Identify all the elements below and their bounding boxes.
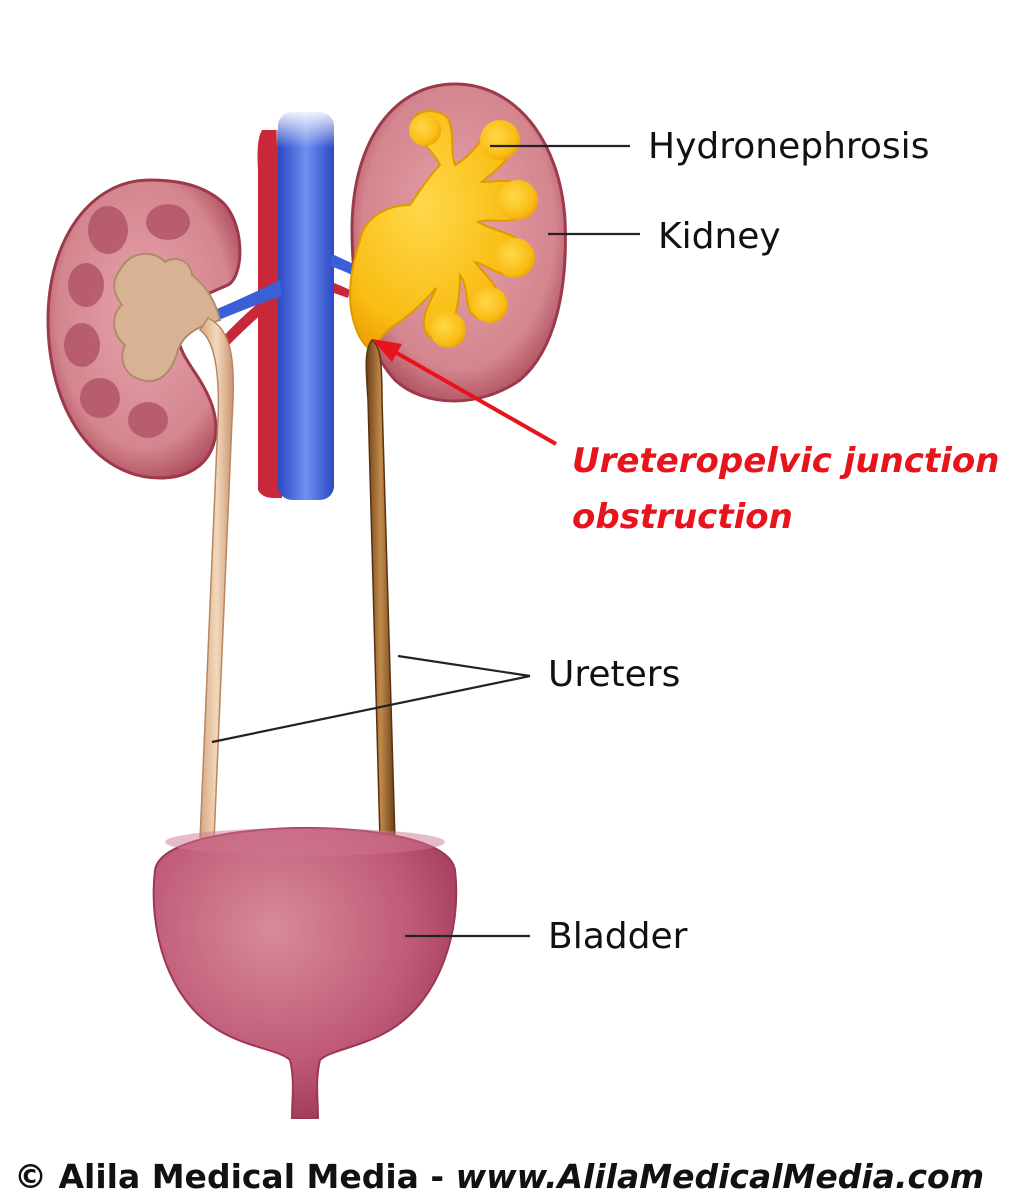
ureters-label: Ureters [548, 654, 680, 695]
obstruction-label-line2: obstruction [572, 497, 793, 537]
credit-url: www.AlilaMedicalMedia.com [456, 1157, 985, 1196]
bladder-label: Bladder [548, 916, 688, 957]
vena-cava [210, 108, 358, 500]
obstruction-arrow [372, 339, 557, 446]
ureters-leader-left [211, 674, 531, 744]
ureters-leader-right [397, 654, 531, 678]
bladder [152, 826, 458, 1119]
kidney-label: Kidney [658, 216, 781, 257]
hydronephrosis-label: Hydronephrosis [648, 126, 929, 167]
obstruction-label-line1: Ureteropelvic junction [572, 441, 999, 481]
obstructed-ureter [365, 339, 396, 841]
hydronephrosis [348, 109, 538, 352]
copyright-credit: © Alila Medical Media - www.AlilaMedical… [14, 1157, 984, 1196]
credit-org: © Alila Medical Media - [14, 1157, 456, 1196]
normal-kidney [46, 178, 242, 480]
